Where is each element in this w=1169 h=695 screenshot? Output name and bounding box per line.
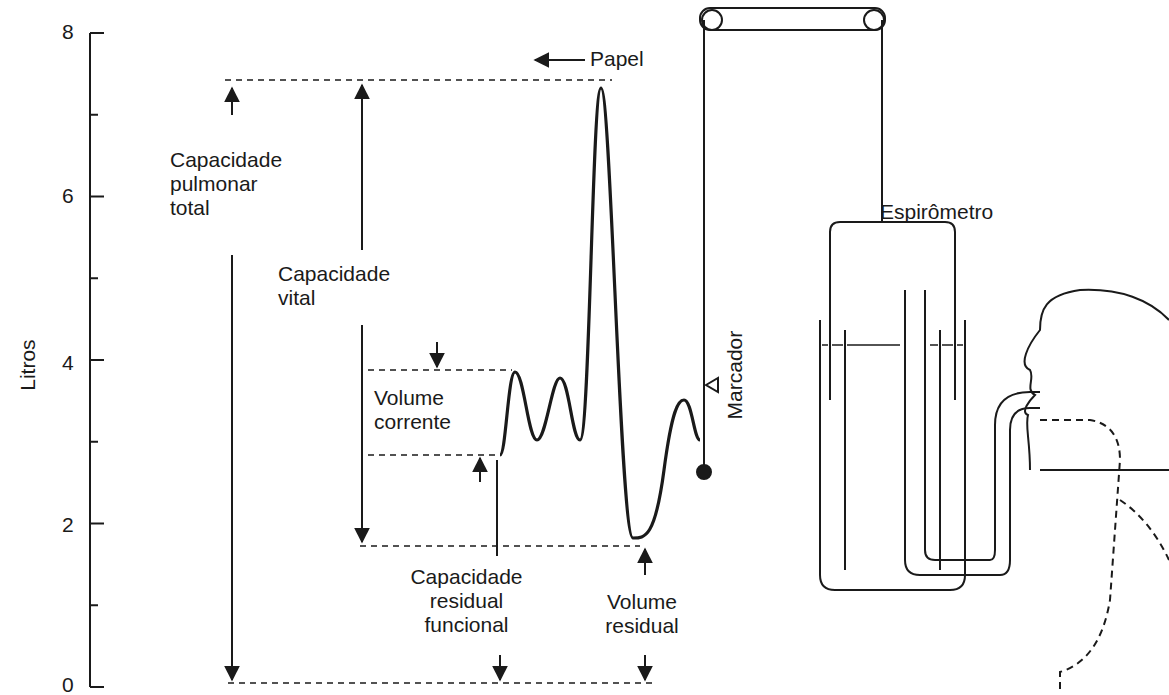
paper-label: Papel: [590, 47, 644, 71]
axis-title: Litros: [16, 339, 40, 390]
range-label: Volume residual: [590, 590, 694, 638]
range-label: Capacidade pulmonar total: [168, 148, 287, 220]
range-label: Volume corrente: [372, 386, 486, 434]
axis-number: 8: [62, 20, 74, 44]
axis-tick: [90, 114, 98, 116]
device-label: Espirômetro: [880, 200, 993, 224]
axis-number: 2: [62, 513, 74, 537]
axis-tick: [90, 32, 104, 34]
axis-number: 0: [62, 673, 74, 695]
range-label: Capacidade residual funcional: [402, 565, 531, 637]
axis-number: 4: [62, 351, 74, 375]
axis-tick: [90, 686, 104, 688]
range-label: Capacidade vital: [276, 262, 380, 310]
axis-tick: [90, 196, 104, 198]
axis-tick: [90, 277, 98, 279]
axis-tick: [90, 359, 104, 361]
axis-tick: [90, 441, 98, 443]
marker-label: Marcador: [723, 331, 747, 420]
axis-tick: [90, 523, 104, 525]
axis-tick: [90, 604, 98, 606]
axis-number: 6: [62, 184, 74, 208]
